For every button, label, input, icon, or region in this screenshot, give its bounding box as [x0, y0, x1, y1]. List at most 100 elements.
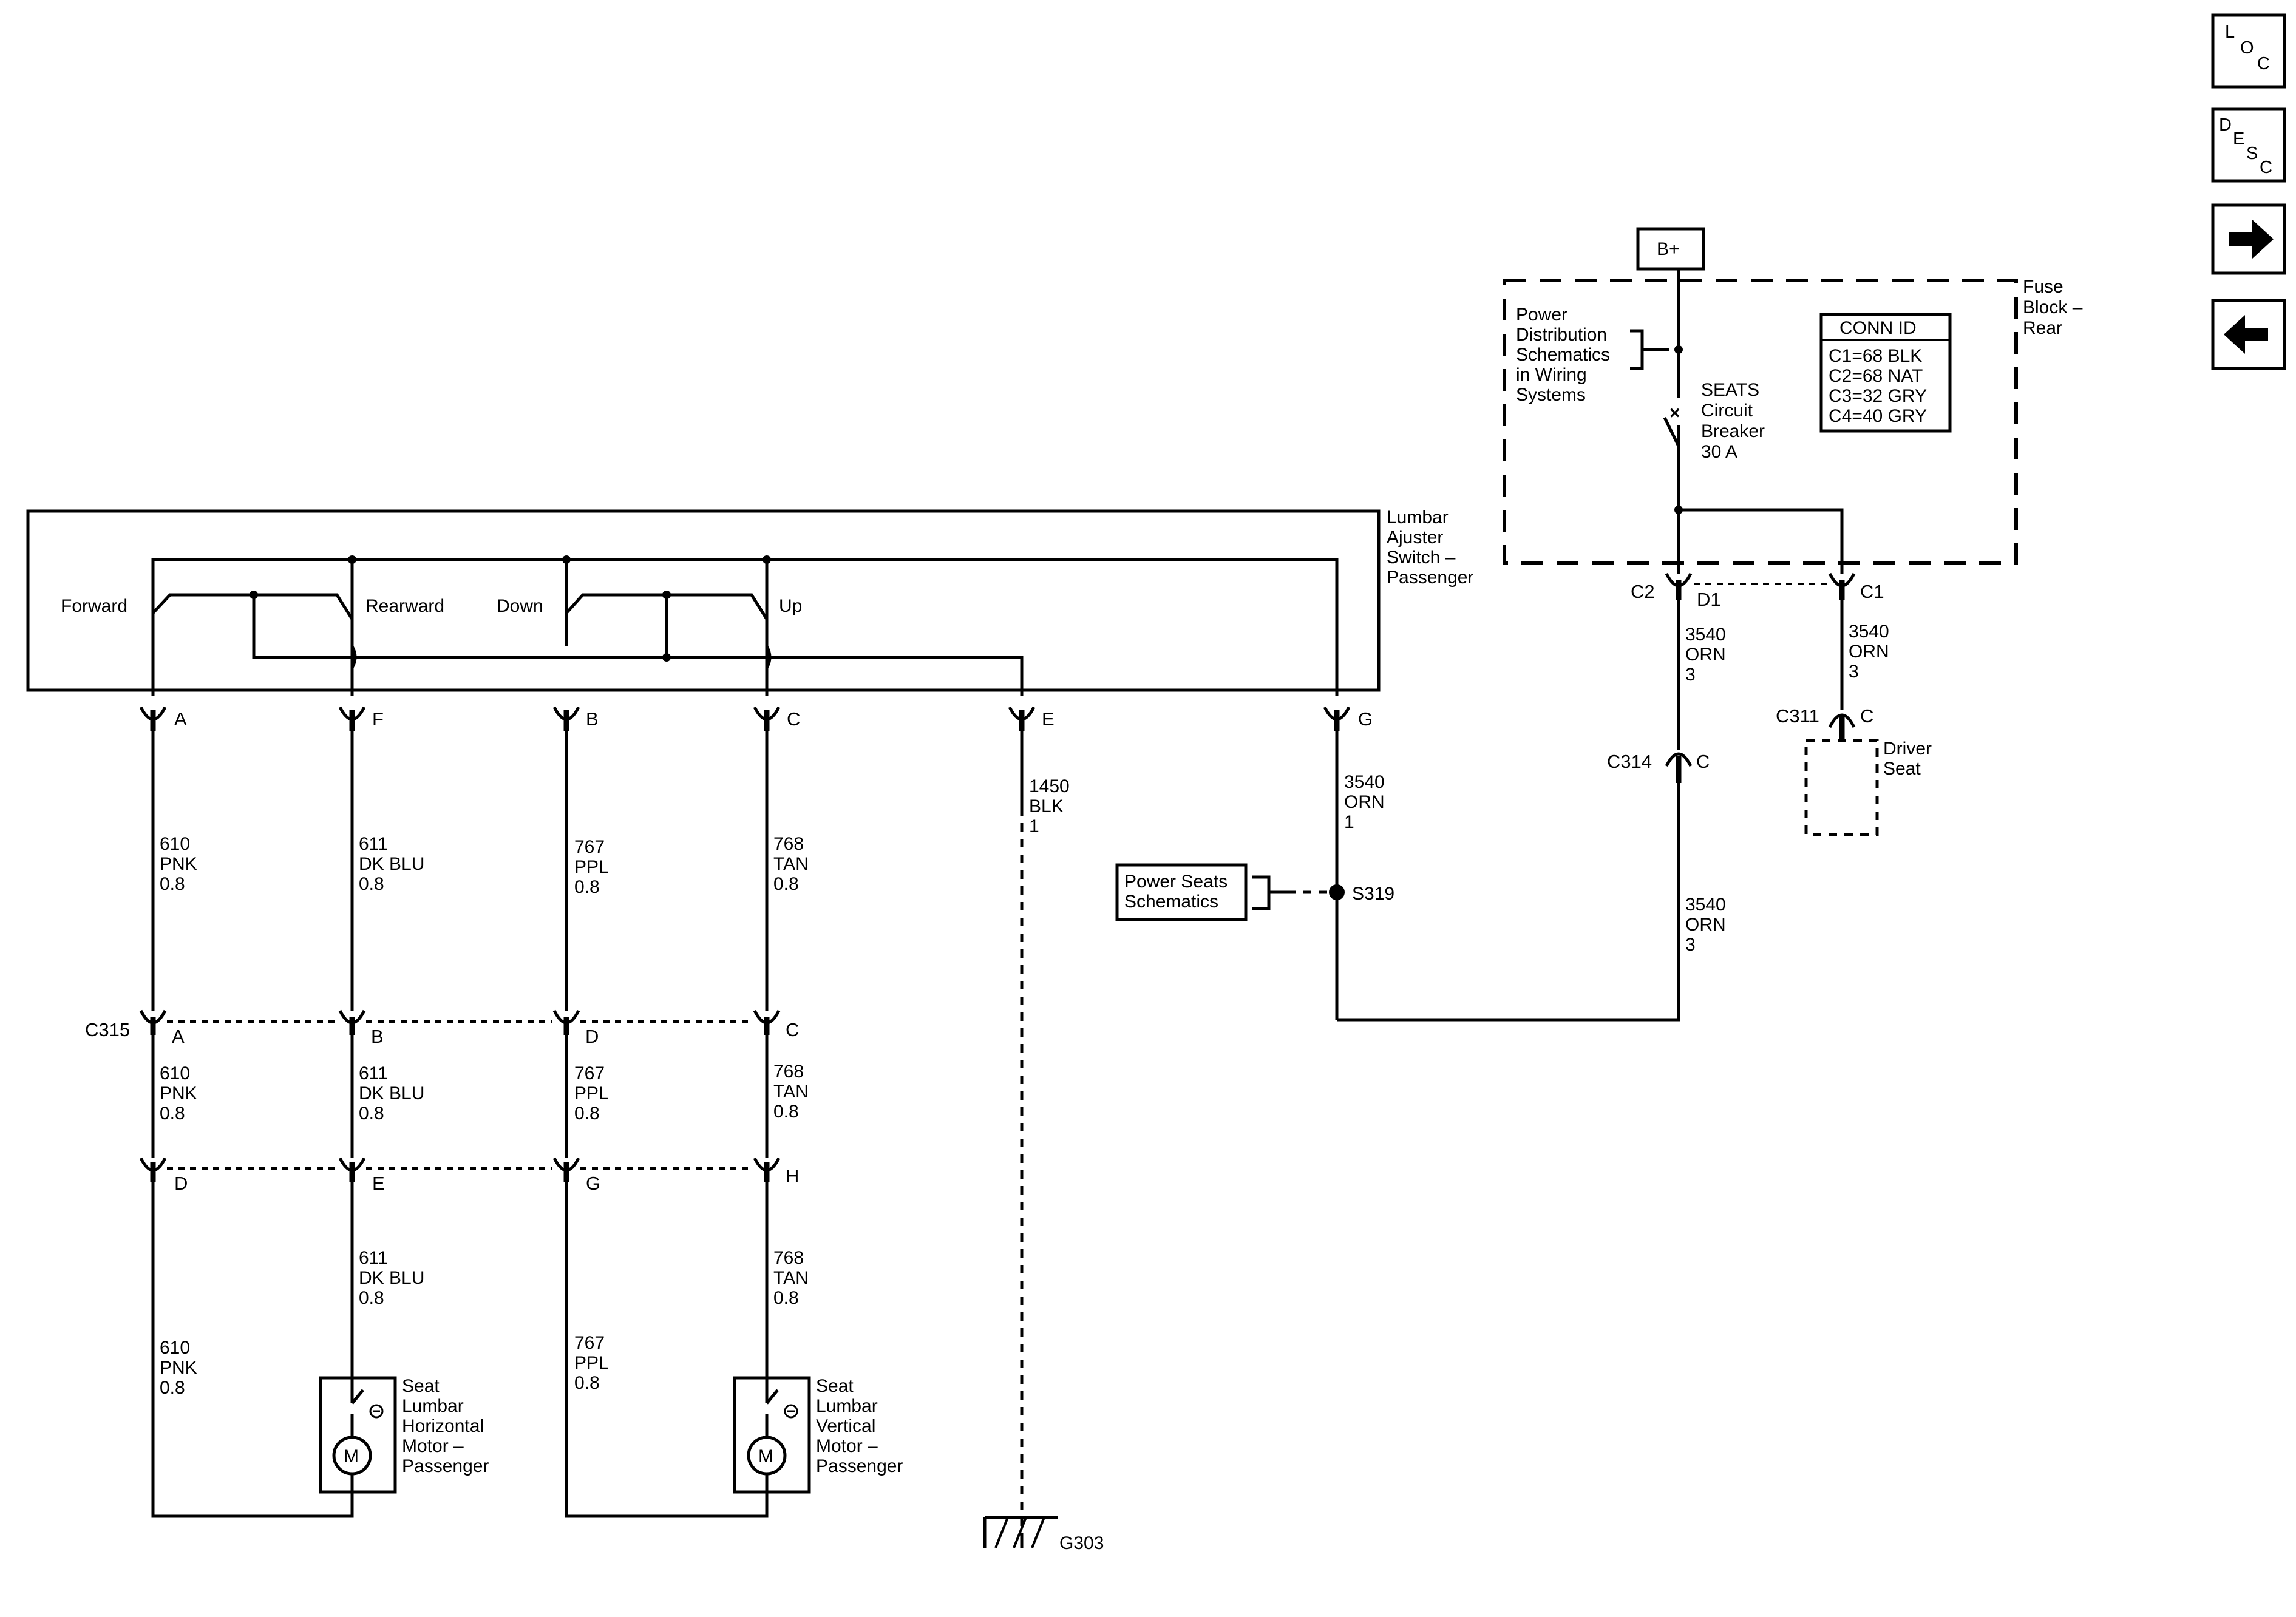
wire-label-1450-blk: 1450 BLK 1 [1029, 776, 1070, 836]
loc-button[interactable]: L O C [2211, 13, 2286, 89]
svg-text:Ajuster: Ajuster [1387, 527, 1443, 547]
svg-text:Seat: Seat [402, 1376, 440, 1396]
switch-position-down: Down [497, 596, 543, 616]
svg-text:Driver: Driver [1883, 739, 1932, 759]
connector-lower-row: D E G H [139, 1157, 799, 1194]
svg-text:0.8: 0.8 [574, 1103, 600, 1124]
power-distribution-reference[interactable]: Power Distribution Schematics in Wiring … [1516, 305, 1679, 405]
svg-text:Rear: Rear [2023, 318, 2062, 338]
svg-text:PNK: PNK [160, 1083, 197, 1103]
wire-label-768-middle: 768 TAN 0.8 [773, 1062, 809, 1122]
desc-button[interactable]: D E S C [2211, 107, 2286, 183]
svg-text:TAN: TAN [773, 1082, 809, 1102]
svg-text:C1=68 BLK: C1=68 BLK [1829, 346, 1922, 366]
lumbar-switch-label: Lumbar Ajuster Switch – Passenger [1387, 507, 1473, 588]
connector-c1: C1 [1828, 572, 1884, 602]
wire-label-767-lower: 767 PPL 0.8 [574, 1333, 609, 1393]
svg-text:C4=40 GRY: C4=40 GRY [1829, 406, 1927, 426]
svg-text:D: D [585, 1026, 599, 1047]
svg-text:Motor –: Motor – [816, 1436, 878, 1456]
wire-label-610-middle: 610 PNK 0.8 [160, 1063, 197, 1124]
svg-text:PPL: PPL [574, 1083, 609, 1103]
svg-text:610: 610 [160, 834, 190, 854]
wire-label-3540-orn-3-right: 3540 ORN 3 [1849, 622, 1889, 682]
svg-text:DK BLU: DK BLU [359, 854, 424, 874]
svg-text:Schematics: Schematics [1516, 345, 1610, 365]
wire-label-767-upper: 767 PPL 0.8 [574, 837, 609, 897]
svg-text:G: G [1358, 708, 1373, 730]
svg-text:Vertical: Vertical [816, 1416, 875, 1436]
svg-text:C314: C314 [1607, 751, 1652, 772]
next-page-button[interactable] [2211, 203, 2286, 275]
seats-circuit-breaker: × SEATS Circuit Breaker 30 A [1663, 380, 1765, 510]
svg-text:ORN: ORN [1344, 792, 1385, 812]
svg-text:F: F [372, 708, 384, 730]
svg-text:0.8: 0.8 [773, 1288, 799, 1308]
svg-text:PPL: PPL [574, 857, 609, 877]
svg-text:611: 611 [359, 1063, 388, 1083]
ground-g303: G303 [983, 1516, 1104, 1553]
svg-text:Breaker: Breaker [1701, 421, 1765, 441]
wire-label-3540-orn-3-upper: 3540 ORN 3 [1685, 625, 1726, 685]
svg-text:768: 768 [773, 1248, 804, 1268]
seat-lumbar-vertical-motor: M Seat Lumbar Vertical Motor – Passenger [733, 1376, 903, 1494]
svg-text:Power: Power [1516, 305, 1567, 325]
prev-page-button[interactable] [2211, 299, 2286, 370]
svg-text:M: M [758, 1446, 773, 1466]
power-seats-schematics-reference[interactable]: Power Seats Schematics [1115, 863, 1330, 921]
svg-text:767: 767 [574, 1333, 605, 1353]
svg-text:C2=68 NAT: C2=68 NAT [1829, 366, 1923, 386]
arrow-left-icon [2224, 315, 2268, 354]
wire-label-610-lower: 610 PNK 0.8 [160, 1338, 197, 1398]
svg-text:0.8: 0.8 [574, 1373, 600, 1393]
wire-label-768-lower: 768 TAN 0.8 [773, 1248, 809, 1308]
wire-label-767-middle: 767 PPL 0.8 [574, 1063, 609, 1124]
svg-text:3: 3 [1849, 662, 1859, 682]
conn-id-table: CONN ID C1=68 BLK C2=68 NAT C3=32 GRY C4… [1819, 313, 1952, 433]
wire-label-611-lower: 611 DK BLU 0.8 [359, 1248, 424, 1308]
loc-letter-l: L [2225, 22, 2235, 42]
svg-text:768: 768 [773, 834, 804, 854]
desc-letter-e: E [2233, 129, 2244, 149]
svg-text:1: 1 [1344, 812, 1354, 832]
svg-text:TAN: TAN [773, 854, 809, 874]
svg-text:0.8: 0.8 [773, 874, 799, 894]
svg-text:0.8: 0.8 [160, 1103, 185, 1124]
ground-icon [994, 1517, 1045, 1548]
svg-text:C: C [1860, 705, 1873, 727]
svg-text:0.8: 0.8 [359, 874, 384, 894]
svg-text:Seat: Seat [1883, 759, 1921, 779]
svg-text:Passenger: Passenger [402, 1456, 489, 1476]
bplus-terminal: B+ [1636, 227, 1705, 271]
wire-label-611-upper: 611 DK BLU 0.8 [359, 834, 424, 894]
svg-text:PPL: PPL [574, 1353, 609, 1373]
splice-s319-label: S319 [1352, 884, 1394, 904]
wire-label-768-upper: 768 TAN 0.8 [773, 834, 809, 894]
svg-text:0.8: 0.8 [773, 1102, 799, 1122]
svg-text:1: 1 [1029, 816, 1039, 836]
svg-text:0.8: 0.8 [160, 874, 185, 894]
minus-sign-icon [369, 1404, 384, 1419]
svg-text:0.8: 0.8 [359, 1288, 384, 1308]
svg-text:C311: C311 [1776, 705, 1819, 727]
switch-position-rearward: Rearward [365, 596, 444, 616]
svg-text:Schematics: Schematics [1124, 892, 1218, 912]
svg-text:3: 3 [1685, 935, 1696, 955]
svg-text:SEATS: SEATS [1701, 380, 1759, 400]
wire-label-3540-orn-3-lower: 3540 ORN 3 [1685, 895, 1726, 955]
svg-text:BLK: BLK [1029, 796, 1064, 816]
breaker-x-mark: × [1669, 403, 1680, 423]
svg-text:C: C [787, 708, 800, 730]
driver-seat-component: Driver Seat [1804, 739, 1932, 836]
svg-text:767: 767 [574, 1063, 605, 1083]
svg-text:Motor –: Motor – [402, 1436, 464, 1456]
conn-id-title: CONN ID [1839, 318, 1917, 338]
svg-text:ORN: ORN [1685, 645, 1726, 665]
svg-text:Distribution: Distribution [1516, 325, 1607, 345]
svg-text:C: C [1696, 751, 1710, 772]
svg-text:DK BLU: DK BLU [359, 1083, 424, 1103]
svg-text:3540: 3540 [1685, 625, 1726, 645]
svg-text:Seat: Seat [816, 1376, 854, 1396]
svg-text:768: 768 [773, 1062, 804, 1082]
svg-text:Power Seats: Power Seats [1124, 872, 1228, 892]
